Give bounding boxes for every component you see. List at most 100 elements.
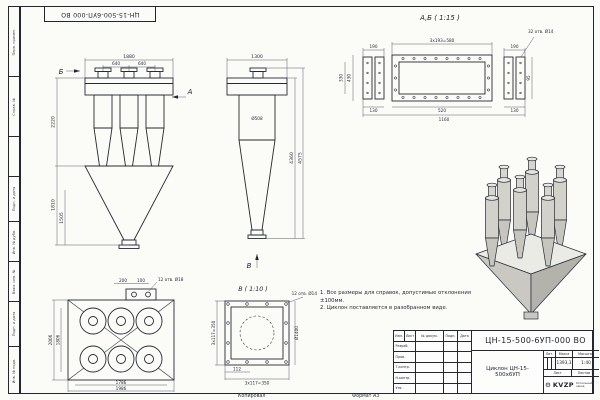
dim-label: 1786 [116, 380, 127, 385]
dim-label: 1505 [59, 212, 65, 224]
detail-ab-dim-lines [344, 36, 535, 117]
margin-cell: Подп. и дата [9, 177, 19, 222]
dim-label: Ø508 [251, 116, 263, 121]
dim-label: 1160 [439, 117, 450, 122]
arrow-v-icon [255, 254, 259, 260]
front-view-outline [84, 67, 174, 249]
margin-cell [9, 137, 19, 177]
left-margin-column: Перв. примен. Справ. № Подп. и дата Инв.… [8, 6, 20, 394]
signature-row: Утв. [394, 383, 471, 394]
margin-cell: Справ. № [9, 77, 19, 137]
sheets-cell: Листов 7 [572, 370, 599, 376]
dim-label: 4360 [289, 152, 295, 164]
company-logo: KVZP [552, 381, 574, 389]
title-block-revision-table: Изм. Лист № докум. Подп. Дата Разраб. Пр… [394, 331, 472, 393]
signature-row: Т.контр. [394, 362, 471, 373]
scale-label: Масштаб [578, 352, 594, 356]
lit-cells [544, 358, 556, 369]
dim-label: 640 [112, 61, 120, 66]
company-cell: ⚙ KVZP Котельный завод [544, 377, 599, 393]
dim-label: 190 [370, 44, 378, 49]
signature-row: Н.контр. [394, 373, 471, 384]
view-label-b: Б [59, 68, 64, 76]
dim-label: 3x117=350 [245, 381, 270, 386]
note-line-1: 1. Все размеры для справок, допустимые о… [320, 290, 471, 304]
dim-label: 1810 [51, 199, 57, 211]
detail-ab-outline [362, 54, 526, 102]
title-block-lower: Циклон ЦН-15-500х6УП Лит. Масса Масштаб … [472, 351, 599, 393]
dim-label: 520 [438, 108, 446, 113]
view-label-a: А [187, 88, 193, 96]
footer-format-label: Формат А3 [352, 394, 380, 399]
company-name: Котельный завод [575, 380, 593, 388]
footer-copied-label: Копировал [238, 394, 266, 399]
dim-label: 3x117=350 [211, 320, 216, 345]
document-number: ЦН-15-500-6УП-000 ВО [472, 331, 599, 351]
dim-label: 190 [511, 44, 519, 49]
empty-cell [416, 362, 444, 372]
holes-callout: 12 отв. Ø14 [292, 291, 318, 296]
sheets-label: Листов [577, 371, 591, 375]
empty-cell [458, 352, 471, 362]
margin-cell: Взам. инв. № [9, 262, 19, 302]
bottom-view-outline [67, 288, 175, 381]
row-label: Пров. [394, 352, 416, 362]
note-line-2: 2. Циклон поставляется в разобранном вид… [320, 305, 448, 312]
dim-label: 430 [347, 74, 352, 82]
view-arrows-front: Б А [59, 68, 193, 99]
front-view-dim-lines [55, 58, 174, 246]
dim-label: 640 [138, 61, 146, 66]
isometric-view [474, 156, 588, 320]
col-header: № докум. [416, 331, 444, 341]
dim-label: 130 [511, 108, 519, 113]
lit-label: Лит. [544, 351, 556, 357]
view-arrow-v: В [247, 254, 259, 270]
empty-cell [444, 373, 458, 383]
empty-cell [458, 373, 471, 383]
col-header: Подп. [444, 331, 458, 341]
side-view-dim-lines [226, 58, 305, 239]
detail-ab-title: А,Б ( 1:15 ) [419, 14, 460, 22]
sheets-value: 7 [591, 371, 594, 375]
dim-label: 2220 [51, 116, 57, 128]
gear-icon: ⚙ [545, 381, 551, 389]
holes-callout: 12 отв. Ø18 [158, 277, 184, 282]
dim-label: 3x193=580 [430, 38, 455, 43]
empty-cell [416, 352, 444, 362]
lit-mass-scale-headers: Лит. Масса Масштаб [544, 351, 599, 358]
dim-label: Ø1400 [294, 326, 299, 340]
holes-callout: 32 отв. Ø14 [528, 29, 554, 34]
top-stamp-box: ЦН-15-500-6УП-000 ВО [44, 6, 156, 22]
empty-cell [444, 362, 458, 372]
view-label-v: В [247, 262, 252, 270]
arrow-b-icon [74, 69, 80, 73]
title-block-right-column: Лит. Масса Масштаб 1393,3 1:40 Лист Лист… [544, 351, 599, 393]
dim-label: 4575 [298, 152, 304, 164]
view-v-outline [224, 300, 290, 366]
dim-label: 1806 [56, 334, 61, 345]
dim-label: 130 [370, 108, 378, 113]
title-block-main: ЦН-15-500-6УП-000 ВО Циклон ЦН-15-500х6У… [472, 331, 599, 393]
sheet-label: Лист [544, 370, 572, 376]
drawing-frame [20, 6, 594, 394]
col-header: Дата [460, 333, 469, 338]
empty-cell [416, 373, 444, 383]
sheet-row: Лист Листов 7 [544, 370, 599, 377]
dim-label: 95 [526, 75, 531, 81]
margin-cell: Подп. и дата [9, 302, 19, 347]
title-block: Изм. Лист № докум. Подп. Дата Разраб. Пр… [393, 330, 599, 394]
empty-cell [444, 352, 458, 362]
detail-ab-dim-text: 3x193=580 190 190 32 отв. Ø14 430 330 13… [339, 29, 554, 122]
signature-row: Разраб. [394, 341, 471, 352]
margin-cell: Инв. № дубл. [9, 222, 19, 262]
mass-label: Масса [556, 351, 573, 357]
mass-value: 1393,3 [556, 358, 573, 369]
col-header: Лист [405, 331, 416, 341]
row-label: Утв. [394, 383, 416, 393]
side-view-outline [226, 67, 288, 239]
dim-label: 200 [119, 278, 127, 283]
front-view-dim-text: 1880 640 640 2220 1810 1505 [51, 54, 147, 224]
empty-cell [458, 384, 471, 394]
bottom-view-dim-lines [52, 281, 175, 392]
